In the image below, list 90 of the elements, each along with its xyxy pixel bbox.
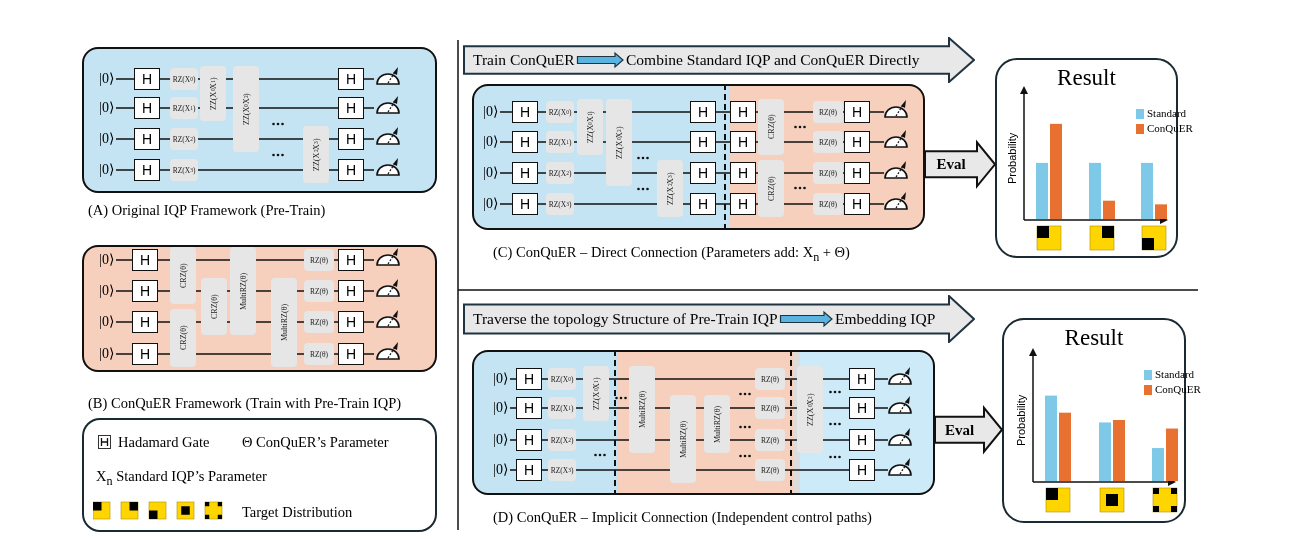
panel-caption: (C) ConQuER – Direct Connection (Parameters add: X$_{n}$ + Θ)	[493, 244, 850, 265]
gate-block: MultiRZ(θ)	[230, 247, 256, 335]
panel-caption: (B) ConQuER Framework (Train with Pre-Train IQP)	[88, 395, 402, 412]
hadamard-gate: H	[134, 128, 160, 150]
gate-block: MultiRZ(θ)	[704, 395, 730, 453]
arrow	[934, 404, 1004, 455]
hadamard-gate: H	[338, 311, 364, 333]
hadamard-gate: H	[338, 68, 364, 90]
gate-block: MultiRZ(θ)	[629, 366, 655, 453]
banner-arrow	[463, 295, 975, 343]
ket-label: |0⟩	[99, 99, 114, 117]
ket-label: |0⟩	[493, 399, 508, 417]
edge-label: Eval	[935, 155, 967, 175]
hadamard-gate: H	[134, 68, 160, 90]
banner-text: Embedding IQP	[835, 309, 936, 329]
hadamard-gate: H	[844, 193, 870, 215]
ket-label: |0⟩	[99, 282, 114, 300]
gate-block: CRZ(θ)	[758, 160, 784, 217]
gate-block: CRZ(θ)	[170, 247, 196, 304]
hadamard-gate: H	[690, 162, 716, 184]
ket-label: |0⟩	[493, 461, 508, 479]
ket-label: |0⟩	[99, 345, 114, 363]
hadamard-gate: H	[132, 249, 158, 271]
hadamard-gate: H	[849, 397, 875, 419]
edge-label: Eval	[943, 420, 976, 440]
gate-block: CRZ(θ)	[201, 278, 227, 335]
hadamard-gate: H	[338, 343, 364, 365]
gate-block: MultiRZ(θ)	[670, 395, 696, 483]
hadamard-gate: H	[730, 131, 756, 153]
ket-label: |0⟩	[99, 161, 114, 179]
hadamard-gate: H	[849, 429, 875, 451]
gate-block: CRZ(θ)	[170, 309, 196, 367]
ket-label: |0⟩	[483, 103, 498, 121]
hadamard-gate: H	[134, 159, 160, 181]
arrow	[576, 51, 624, 69]
hadamard-gate: H	[516, 429, 542, 451]
ket-label: |0⟩	[493, 431, 508, 449]
hadamard-gate: H	[338, 128, 364, 150]
chart-title: Result	[1063, 324, 1125, 352]
hadamard-gate: H	[132, 311, 158, 333]
banner-text: Train ConQuER	[473, 50, 575, 70]
ket-label: |0⟩	[493, 370, 508, 388]
hadamard-gate: H	[730, 193, 756, 215]
banner-text: Combine Standard IQP and ConQuER Directly	[626, 50, 920, 70]
hadamard-gate: H	[844, 162, 870, 184]
hadamard-gate: H	[512, 101, 538, 123]
hadamard-gate: H	[849, 368, 875, 390]
ket-label: |0⟩	[99, 251, 114, 269]
axis-label: Probability	[1015, 394, 1027, 446]
hadamard-gate: H	[338, 280, 364, 302]
ket-label: |0⟩	[99, 313, 114, 331]
hadamard-gate: H	[516, 397, 542, 419]
ket-label: |0⟩	[99, 130, 114, 148]
legend-label: X$_{n}$ Standard IQP’s Parameter	[96, 467, 267, 490]
hadamard-gate: H	[134, 97, 160, 119]
arrow	[924, 139, 997, 190]
hadamard-gate: H	[730, 162, 756, 184]
hadamard-gate: H	[512, 131, 538, 153]
hadamard-gate: H	[512, 162, 538, 184]
hadamard-gate: H	[338, 249, 364, 271]
ket-label: |0⟩	[483, 164, 498, 182]
banner-arrow	[463, 37, 975, 83]
ket-label: |0⟩	[483, 195, 498, 213]
axis-label: Probability	[1006, 132, 1018, 184]
hadamard-gate: H	[690, 101, 716, 123]
hadamard-gate: H	[132, 343, 158, 365]
hadamard-gate: H	[132, 280, 158, 302]
chart-title: Result	[1056, 64, 1117, 92]
hadamard-gate: H	[690, 193, 716, 215]
hadamard-gate: H	[338, 159, 364, 181]
legend-label: Θ ConQuER’s Parameter	[242, 433, 389, 452]
hadamard-gate: H	[844, 101, 870, 123]
hadamard-gate: H	[690, 131, 716, 153]
arrow	[779, 310, 833, 328]
hadamard-gate: H	[512, 193, 538, 215]
gate-block: CRZ(θ)	[758, 99, 784, 155]
ket-label: |0⟩	[483, 133, 498, 151]
hadamard-gate: H	[730, 101, 756, 123]
ket-label: |0⟩	[99, 70, 114, 88]
hadamard-gate: H	[516, 459, 542, 481]
hadamard-gate: H	[338, 97, 364, 119]
legend-label: Hadamard Gate	[118, 433, 210, 452]
panel-caption: (A) Original IQP Framework (Pre-Train)	[88, 202, 326, 219]
gate-block: MultiRZ(θ)	[271, 278, 297, 367]
hadamard-gate: H	[844, 131, 870, 153]
legend-label: Target Distribution	[242, 503, 353, 522]
panel-caption: (D) ConQuER – Implicit Connection (Independent control paths)	[493, 509, 872, 526]
hadamard-gate: H	[516, 368, 542, 390]
hadamard-gate: H	[849, 459, 875, 481]
banner-text: Traverse the topology Structure of Pre-Train IQP	[473, 309, 778, 329]
